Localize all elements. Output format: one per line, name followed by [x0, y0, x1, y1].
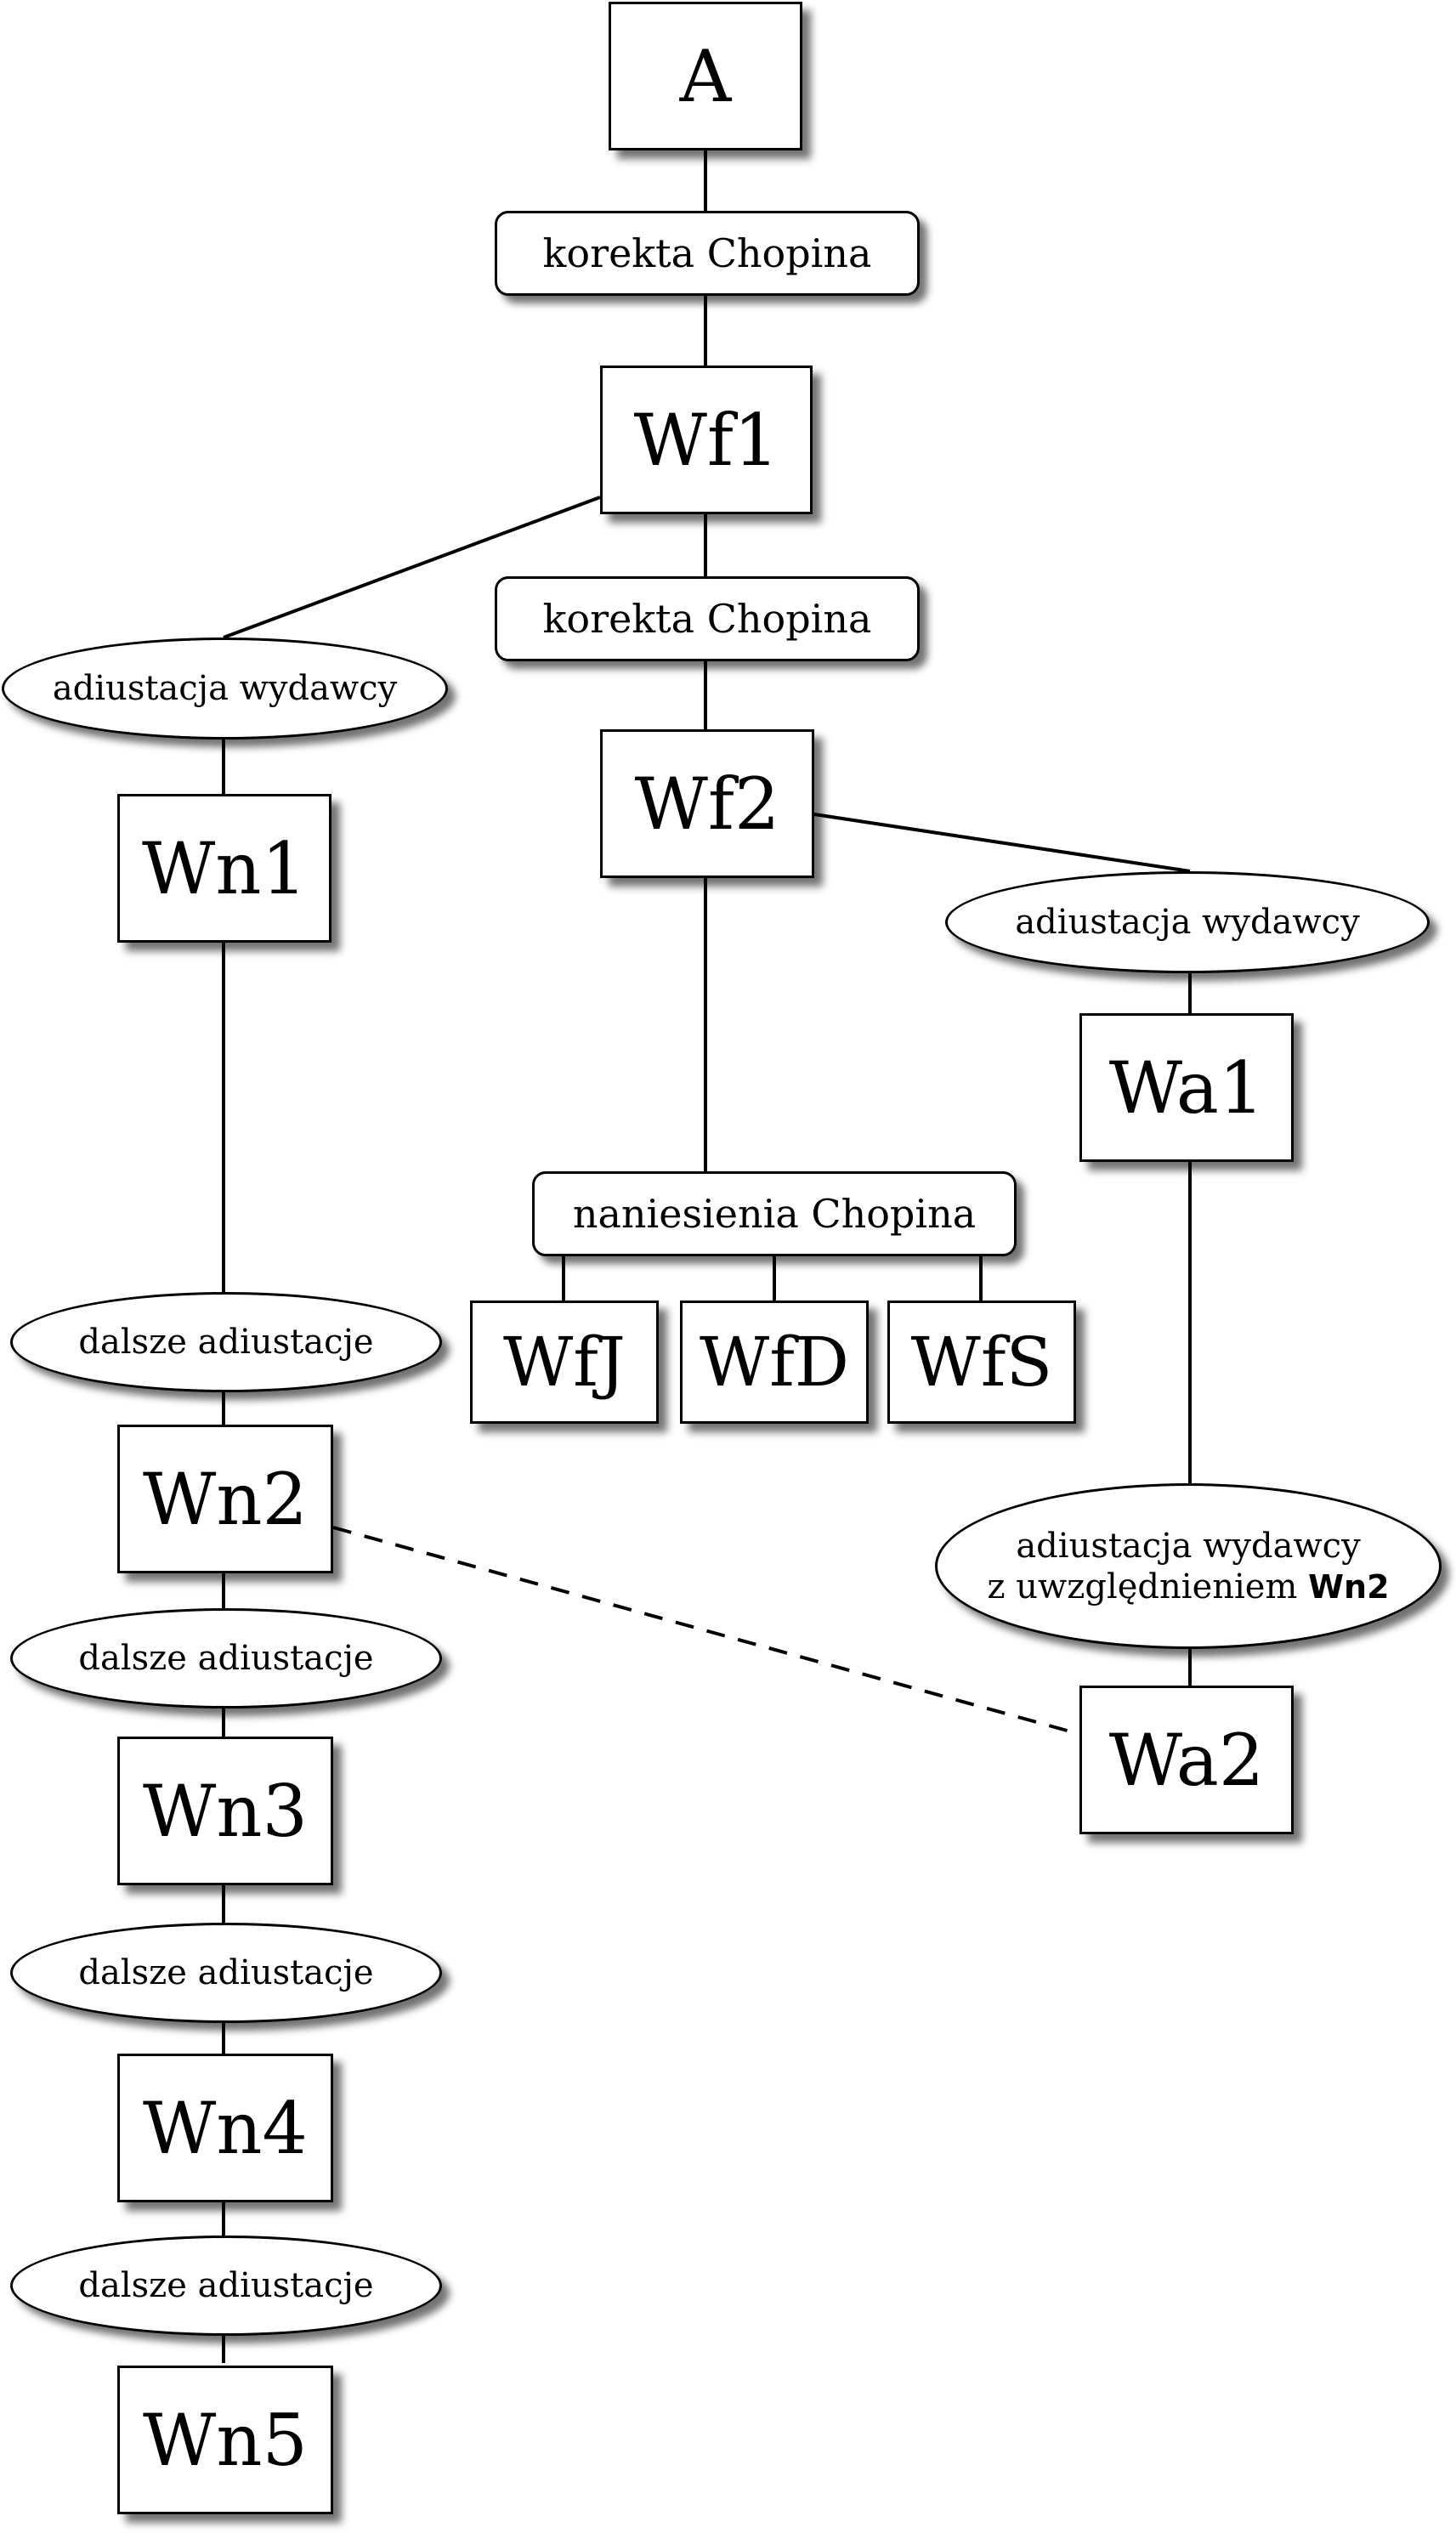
- label-adiustacja-wydawcy-wn2: adiustacja wydawcy z uwzględnieniem Wn2: [935, 1483, 1442, 1649]
- label-korekta-chopina-2: korekta Chopina: [495, 576, 920, 661]
- node-wn4: Wn4: [117, 2054, 333, 2202]
- label-korekta-chopina-1: korekta Chopina: [495, 211, 920, 296]
- label-adiustacja-wn2-line2: z uwzględnieniem Wn2: [987, 1567, 1389, 1607]
- node-wa1: Wa1: [1079, 1013, 1294, 1162]
- node-wa2: Wa2: [1079, 1686, 1294, 1834]
- node-wfs: WfS: [887, 1300, 1076, 1424]
- node-wn2: Wn2: [117, 1425, 333, 1573]
- node-a: A: [609, 2, 802, 150]
- edge-wf1-adiustacja-left: [223, 496, 601, 639]
- label-adiustacja-wn2-line1: adiustacja wydawcy: [1016, 1526, 1361, 1566]
- label-dalsze-adiustacje-3: dalsze adiustacje: [10, 1923, 442, 2023]
- label-dalsze-adiustacje-1: dalsze adiustacje: [10, 1292, 442, 1392]
- node-wn1: Wn1: [117, 794, 331, 943]
- node-wfd: WfD: [680, 1300, 869, 1424]
- node-wfj: WfJ: [470, 1300, 659, 1424]
- label-naniesienia-chopina: naniesienia Chopina: [532, 1171, 1017, 1256]
- node-wn3: Wn3: [117, 1737, 333, 1885]
- label-dalsze-adiustacje-4: dalsze adiustacje: [10, 2236, 442, 2336]
- edge-wf2-adiustacja-right: [813, 813, 1191, 873]
- node-wn5: Wn5: [117, 2366, 333, 2514]
- label-adiustacja-wydawcy-left: adiustacja wydawcy: [2, 638, 448, 740]
- label-adiustacja-wn2-ref: Wn2: [1308, 1567, 1390, 1606]
- label-adiustacja-wn2-prefix: z uwzględnieniem: [987, 1567, 1298, 1606]
- node-wf1: Wf1: [600, 366, 813, 514]
- label-adiustacja-wydawcy-right: adiustacja wydawcy: [945, 871, 1430, 973]
- node-wf2: Wf2: [600, 729, 814, 878]
- label-dalsze-adiustacje-2: dalsze adiustacje: [10, 1608, 442, 1708]
